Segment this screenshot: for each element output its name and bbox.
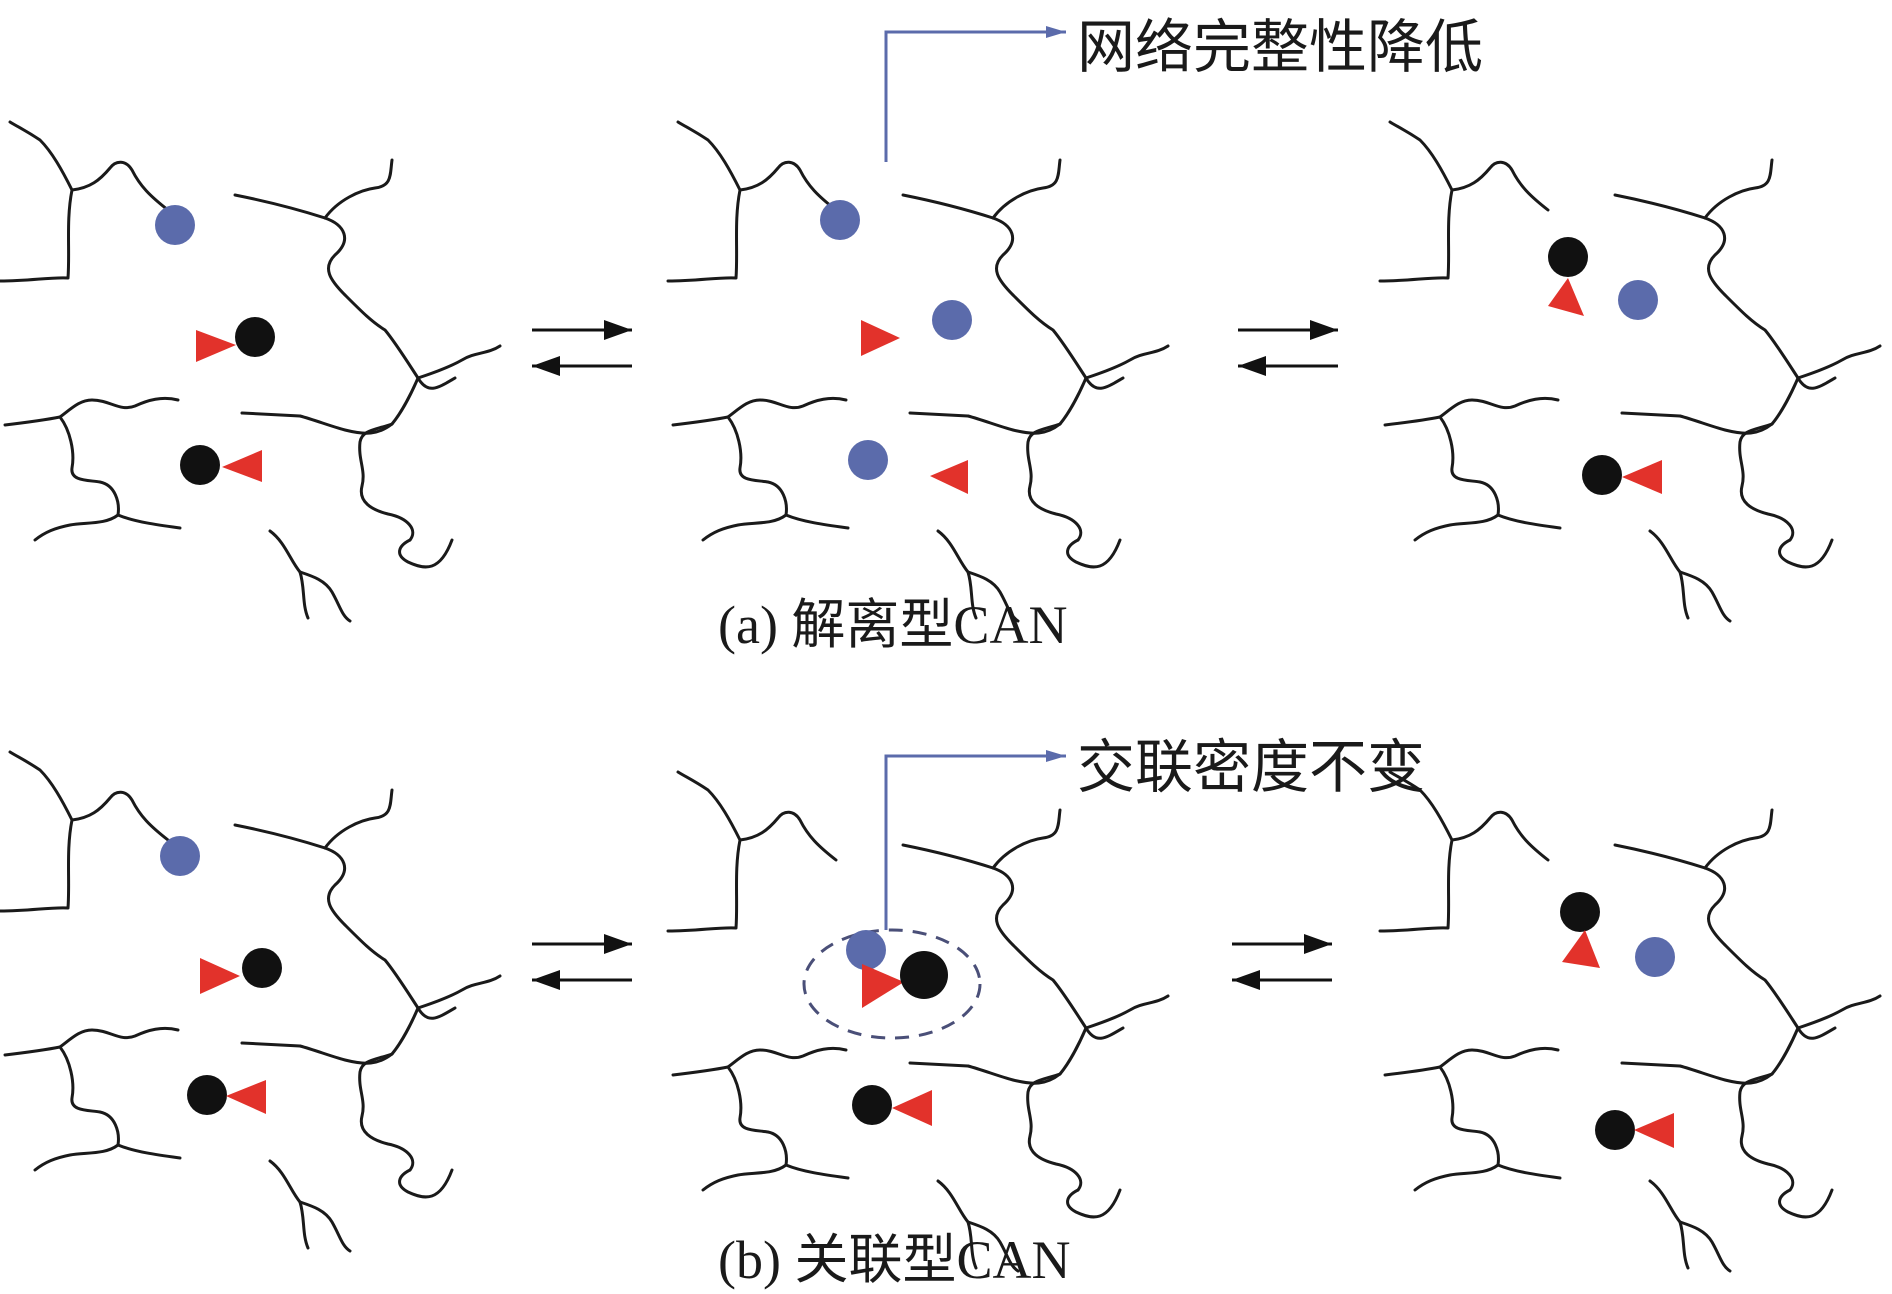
panel-a-initial	[0, 120, 502, 623]
pointer-arrow-a	[884, 26, 1066, 162]
groups-b-associative	[802, 928, 982, 1126]
caption-dissociative-can: (a) 解离型CAN	[718, 595, 1068, 655]
panel-b-initial	[0, 750, 502, 1253]
groups-a-dissociated	[820, 200, 972, 494]
groups-b-exchanged	[1560, 892, 1675, 1150]
caption-associative-can: (b) 关联型CAN	[718, 1230, 1071, 1290]
equilibrium-arrows-b2	[1232, 934, 1332, 990]
equilibrium-arrows-a2	[1238, 320, 1338, 376]
panel-a-dissociated	[666, 26, 1170, 623]
equilibrium-arrows-a1	[532, 320, 632, 376]
pointer-arrow-b	[884, 750, 1066, 930]
panel-b-associative	[666, 750, 1170, 1273]
groups-a-exchanged	[1548, 237, 1662, 495]
groups-a-initial	[155, 205, 275, 485]
annotation-integrity-decrease: 网络完整性降低	[1077, 15, 1484, 80]
annotation-crosslink-density-constant: 交联密度不变	[1077, 735, 1426, 800]
equilibrium-arrows-b1	[532, 934, 632, 990]
panel-b-exchanged	[1378, 770, 1882, 1273]
panel-a-exchanged	[1378, 120, 1882, 623]
groups-b-initial	[160, 836, 282, 1115]
dashed-circle-icon	[802, 928, 982, 1040]
